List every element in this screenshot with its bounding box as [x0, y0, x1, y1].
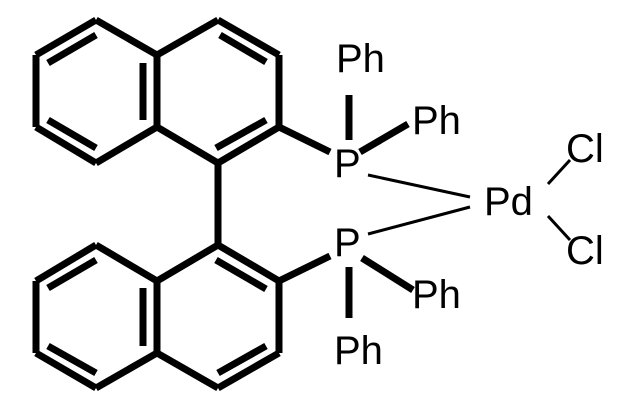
p-ph-bond: [358, 120, 410, 156]
double-bond: [216, 342, 268, 377]
bond: [216, 349, 281, 392]
bond: [216, 16, 281, 59]
bond: [216, 123, 281, 167]
double-bond: [214, 116, 268, 152]
bond: [216, 241, 281, 285]
phenyl-label: Ph: [412, 99, 461, 143]
pd-cl-bond-bottom: [546, 214, 572, 242]
phenyl-label: Ph: [334, 329, 383, 373]
lower-naphthalene: [32, 241, 283, 392]
chlorine-label: Cl: [566, 229, 604, 273]
double-bond: [46, 31, 98, 67]
c-p-bond-bottom: [277, 252, 332, 285]
bond: [34, 123, 98, 167]
double-bond: [46, 342, 98, 377]
phosphorus-label: P: [334, 221, 361, 265]
phosphorus-label: P: [334, 142, 361, 186]
bond: [94, 241, 159, 285]
double-bond: [218, 31, 268, 66]
c-p-bond-top: [277, 123, 332, 156]
bond: [34, 349, 98, 392]
bond: [94, 16, 159, 59]
double-bond: [46, 256, 98, 292]
bond: [155, 16, 220, 59]
phenyl-label: Ph: [412, 273, 461, 317]
p-pd-bond-bottom: [367, 205, 471, 236]
bond: [155, 241, 220, 285]
upper-naphthalene: [32, 16, 283, 167]
bond: [155, 349, 220, 392]
bond: [94, 349, 159, 392]
double-bond: [214, 256, 268, 293]
bond: [34, 241, 98, 285]
bond: [155, 123, 220, 167]
pd-cl-bond-top: [546, 158, 572, 186]
phenyl-label: Ph: [336, 37, 385, 81]
p-ph-bond: [360, 255, 415, 293]
bond: [94, 123, 159, 167]
bond: [34, 16, 98, 59]
p-pd-bond-top: [367, 173, 471, 199]
double-bond: [46, 116, 98, 152]
chlorine-label: Cl: [566, 127, 604, 171]
palladium-label: Pd: [484, 180, 533, 224]
